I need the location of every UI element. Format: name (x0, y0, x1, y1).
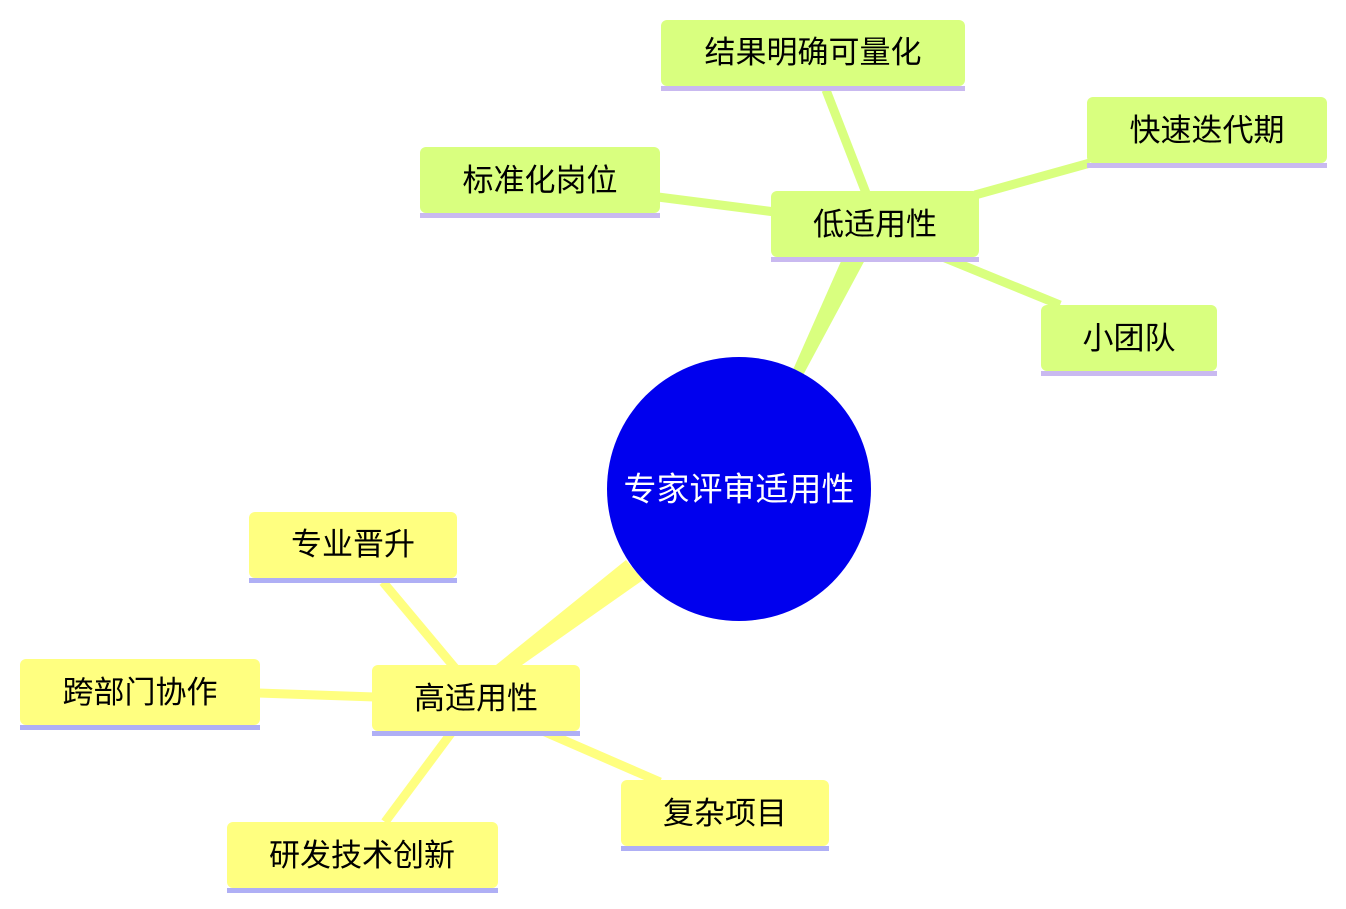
connector-high-complex (543, 727, 662, 787)
leaf-node-rnd[interactable]: 研发技术创新 (227, 822, 498, 893)
leaf-node-smallteam[interactable]: 小团队 (1041, 305, 1217, 376)
leaf-node-crossdept[interactable]: 跨部门协作 (20, 659, 260, 730)
connector-high-promotion (379, 579, 459, 671)
leaf-label-standard: 标准化岗位 (463, 163, 618, 199)
connector-high-crossdept (257, 688, 376, 702)
connector-high-rnd (381, 729, 456, 825)
leaf-label-crossdept: 跨部门协作 (63, 675, 218, 711)
leaf-node-results[interactable]: 结果明确可量化 (661, 20, 965, 91)
leaf-node-promotion[interactable]: 专业晋升 (249, 512, 457, 583)
root-node[interactable]: 专家评审适用性 (607, 357, 871, 621)
leaf-node-complex[interactable]: 复杂项目 (621, 780, 829, 851)
leaf-label-rnd: 研发技术创新 (269, 838, 455, 874)
branch-node-low[interactable]: 低适用性 (771, 191, 979, 262)
root-label: 专家评审适用性 (624, 470, 855, 509)
leaf-label-promotion: 专业晋升 (291, 527, 415, 563)
leaf-label-complex: 复杂项目 (663, 796, 787, 832)
leaf-node-standard[interactable]: 标准化岗位 (420, 147, 660, 218)
leaf-label-results: 结果明确可量化 (705, 35, 922, 71)
connector-root-high (496, 560, 643, 672)
connector-root-low (792, 250, 866, 379)
branch-label-low: 低适用性 (813, 207, 937, 243)
branch-node-high[interactable]: 高适用性 (372, 665, 580, 736)
branch-label-high: 高适用性 (414, 681, 538, 717)
connectors (257, 88, 1092, 825)
connector-low-results (821, 88, 871, 195)
leaf-label-iteration: 快速迭代期 (1130, 113, 1285, 149)
leaf-label-smallteam: 小团队 (1083, 321, 1176, 357)
connector-low-smallteam (943, 253, 1062, 310)
leaf-node-iteration[interactable]: 快速迭代期 (1087, 97, 1327, 168)
connector-low-iteration (973, 158, 1092, 200)
connector-low-standard (657, 192, 776, 217)
